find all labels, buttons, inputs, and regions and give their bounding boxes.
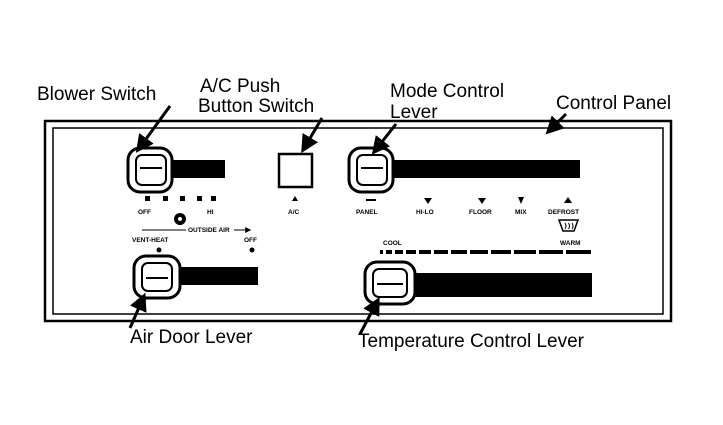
blower-off-label: OFF: [138, 209, 151, 216]
ac-label: A/C: [288, 209, 300, 216]
temperature-control-lever[interactable]: [363, 260, 592, 306]
callout-ac-push-line1: A/C Push: [200, 76, 280, 97]
callout-mode-line1: Mode Control: [390, 81, 504, 102]
blower-switch[interactable]: [126, 146, 225, 194]
warm-label: WARM: [560, 240, 581, 247]
mode-position-icons: [366, 197, 572, 204]
windshield-defrost-icon: [557, 219, 580, 232]
callout-control-panel: Control Panel: [556, 93, 671, 114]
callout-mode-line2: Lever: [390, 102, 438, 123]
mode-control-lever[interactable]: [347, 146, 580, 194]
callout-ac-push-line2: Button Switch: [198, 96, 314, 117]
outside-air-label: OUTSIDE AIR: [188, 227, 230, 234]
vent-heat-label: VENT-HEAT: [132, 237, 168, 244]
mode-mix-label: MIX: [515, 209, 527, 216]
temperature-gradient-scale: [380, 250, 591, 254]
callout-temperature: Temperature Control Lever: [358, 331, 585, 352]
triangle-up-icon: [292, 196, 298, 201]
callout-air-door: Air Door Lever: [130, 327, 253, 348]
fan-icon: [174, 213, 186, 225]
ac-push-button[interactable]: [277, 152, 314, 189]
callout-blower-switch: Blower Switch: [37, 84, 156, 105]
air-door-lever[interactable]: [132, 254, 258, 300]
mode-defrost-label: DEFROST: [548, 209, 579, 216]
mode-hilo-label: HI-LO: [416, 209, 434, 216]
air-off-label: OFF: [244, 237, 257, 244]
blower-hi-label: HI: [207, 209, 214, 216]
cool-label: COOL: [383, 240, 402, 247]
air-off-dot: [249, 247, 255, 253]
control-panel: [43, 119, 673, 323]
vent-heat-dot: [156, 247, 162, 253]
callout-arrows: [128, 105, 568, 335]
mode-floor-label: FLOOR: [469, 209, 492, 216]
mode-panel-label: PANEL: [356, 209, 378, 216]
blower-speed-dots: [145, 196, 216, 201]
